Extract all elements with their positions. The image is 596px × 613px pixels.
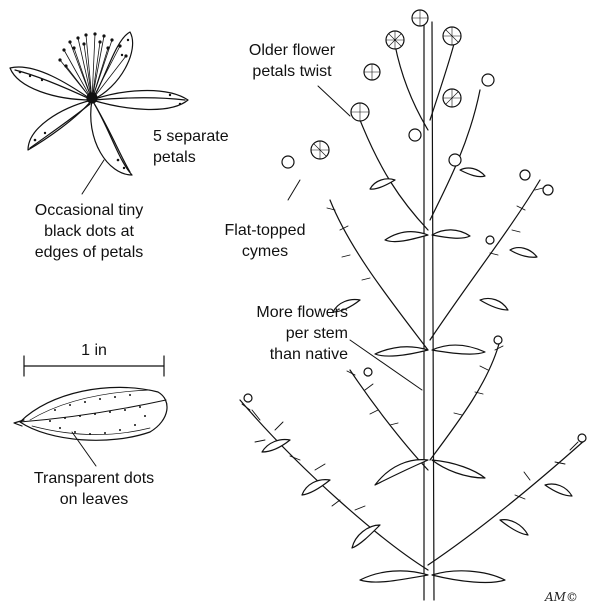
label-older-flower: Older flower petals twist [232, 40, 352, 82]
label-separate-petals: 5 separate petals [153, 126, 229, 168]
label-more-flowers: More flowers per stem than native [228, 302, 348, 365]
artist-signature: AM© [545, 590, 578, 604]
label-scale: 1 in [24, 340, 164, 361]
leaf-closeup [14, 387, 167, 440]
label-transparent-dots: Transparent dots on leaves [4, 468, 184, 510]
label-flat-topped-cymes: Flat-topped cymes [210, 220, 320, 262]
label-black-dots: Occasional tiny black dots at edges of p… [14, 200, 164, 263]
